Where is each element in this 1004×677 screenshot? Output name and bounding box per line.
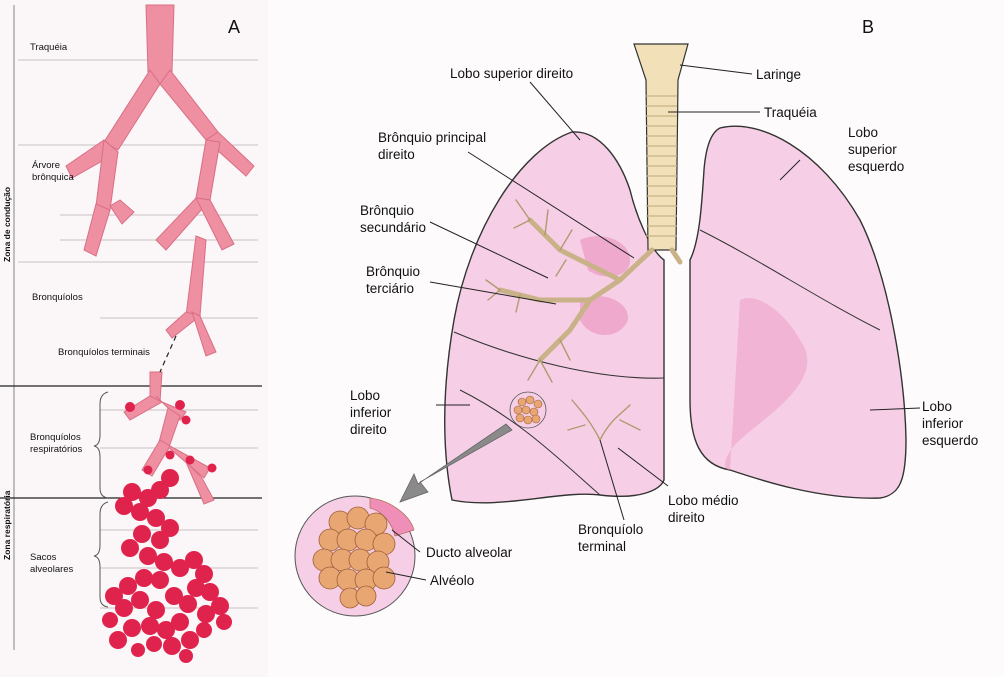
- label-alveolus: Alvéolo: [430, 573, 474, 588]
- label-trachea-a: Traquéia: [30, 42, 68, 53]
- label-tree-2: brônquica: [32, 172, 74, 183]
- label-middle-2: direito: [668, 510, 705, 525]
- label-resp-1: Bronquíolos: [30, 432, 81, 443]
- label-bronchioles: Bronquíolos: [32, 292, 83, 303]
- label-larynx: Laringe: [756, 67, 801, 82]
- label-left-upper-1: Lobo: [848, 125, 878, 140]
- label-right-upper-lobe: Lobo superior direito: [450, 66, 573, 81]
- label-tertiary-1: Brônquio: [366, 264, 420, 279]
- label-secondary-2: secundário: [360, 220, 426, 235]
- panel-b: B: [294, 17, 978, 617]
- label-terminal-bronchioles: Bronquíolos terminais: [58, 347, 150, 358]
- label-right-lower-3: direito: [350, 422, 387, 437]
- right-lung: [444, 131, 665, 504]
- panel-a-letter: A: [228, 17, 240, 37]
- label-left-lower-2: inferior: [922, 416, 964, 431]
- label-main-bronchus-1: Brônquio principal: [378, 130, 486, 145]
- label-tree-1: Árvore: [32, 160, 60, 171]
- label-left-upper-3: esquerdo: [848, 159, 904, 174]
- label-terminal-2: terminal: [578, 539, 626, 554]
- label-sacs-1: Sacos: [30, 552, 57, 563]
- panel-b-letter: B: [862, 17, 874, 37]
- label-alveolar-duct: Ducto alveolar: [426, 545, 513, 560]
- label-resp-2: respiratórios: [30, 444, 83, 455]
- label-main-bronchus-2: direito: [378, 147, 415, 162]
- label-secondary-1: Brônquio: [360, 203, 414, 218]
- label-right-lower-1: Lobo: [350, 388, 380, 403]
- label-zone-respiratory: Zona respiratória: [2, 490, 12, 560]
- label-zone-conduction: Zona de condução: [2, 187, 12, 262]
- bronchial-tree: [65, 4, 255, 505]
- trachea: [633, 43, 689, 251]
- label-tertiary-2: terciário: [366, 281, 414, 296]
- label-left-upper-2: superior: [848, 142, 897, 157]
- small-alveoli-cluster: [513, 395, 543, 425]
- label-middle-1: Lobo médio: [668, 493, 739, 508]
- label-sacs-2: alveolares: [30, 564, 74, 575]
- label-left-lower-1: Lobo: [922, 399, 952, 414]
- label-trachea-b: Traquéia: [764, 105, 817, 120]
- label-terminal-1: Bronquíolo: [578, 522, 643, 537]
- alveolar-sacs: [102, 469, 232, 663]
- label-right-lower-2: inferior: [350, 405, 392, 420]
- label-left-lower-3: esquerdo: [922, 433, 978, 448]
